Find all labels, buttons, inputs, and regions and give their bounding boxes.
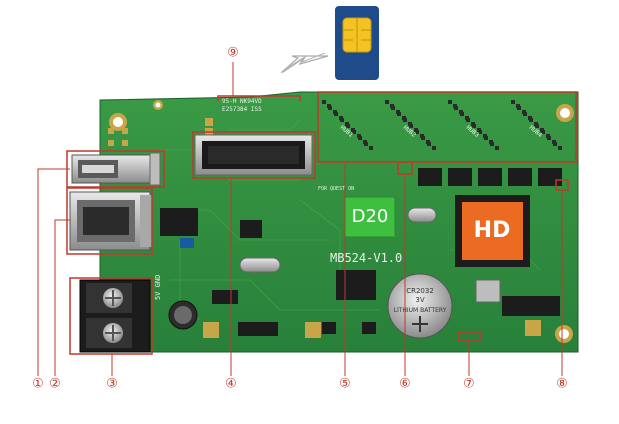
callout-2: ② bbox=[49, 377, 61, 392]
hub-pin bbox=[448, 100, 452, 104]
callout-8: ⑧ bbox=[556, 377, 568, 392]
hub-pin bbox=[511, 100, 515, 104]
hub-pin bbox=[552, 140, 556, 144]
hub-pin bbox=[420, 134, 424, 138]
sim-slot-callout-box bbox=[192, 131, 316, 179]
d20-chip: D20 bbox=[344, 196, 396, 238]
callout-1: ① bbox=[32, 377, 44, 392]
gnd-label: 5V GND bbox=[154, 275, 162, 300]
callout-3: ③ bbox=[106, 377, 118, 392]
hub-pin bbox=[432, 146, 436, 150]
hub-pin bbox=[414, 128, 418, 132]
hub-pin bbox=[390, 104, 394, 108]
slot-silk-1: 95-H NK94VD bbox=[222, 98, 262, 105]
hub-pin bbox=[357, 134, 361, 138]
hub-pin bbox=[534, 122, 538, 126]
coin-cell-battery: CR2032 3V LITHIUM BATTERY bbox=[387, 273, 453, 339]
power-terminal: 5V GND bbox=[79, 275, 162, 353]
hub-callout-box bbox=[317, 91, 577, 163]
hub-pin bbox=[385, 100, 389, 104]
battery-text-voltage: 3V bbox=[415, 296, 424, 304]
hub-pin bbox=[528, 116, 532, 120]
bottom-pads bbox=[203, 320, 541, 338]
callout-5: ⑤ bbox=[339, 377, 351, 392]
hub-pin bbox=[522, 110, 526, 114]
hub-pin bbox=[495, 146, 499, 150]
hub-pin bbox=[483, 134, 487, 138]
hub-pin bbox=[369, 146, 373, 150]
hub-pin bbox=[408, 122, 412, 126]
insert-arrow-icon bbox=[280, 52, 329, 73]
mounting-holes bbox=[109, 100, 574, 343]
test-label: FOR QUEST ON bbox=[318, 186, 354, 192]
callout-7: ⑦ bbox=[463, 377, 475, 392]
hub-pin bbox=[489, 140, 493, 144]
power-callout-box bbox=[69, 277, 153, 355]
hub-pin bbox=[471, 122, 475, 126]
hub-pin bbox=[426, 140, 430, 144]
hub-pin bbox=[402, 116, 406, 120]
hub-pin bbox=[459, 110, 463, 114]
battery-text-model: CR2032 bbox=[406, 287, 434, 295]
hub-pin bbox=[333, 110, 337, 114]
hub-pin bbox=[351, 128, 355, 132]
callout-6: ⑥ bbox=[399, 377, 411, 392]
hub-pin bbox=[396, 110, 400, 114]
battery-text-type: LITHIUM BATTERY bbox=[394, 307, 447, 314]
hub-pin bbox=[363, 140, 367, 144]
logo-chip-label: HD bbox=[474, 218, 511, 243]
sim-card bbox=[335, 6, 379, 80]
main-processor-chip: HD bbox=[455, 195, 530, 267]
callout-9: ⑨ bbox=[227, 46, 239, 61]
hub-pin bbox=[546, 134, 550, 138]
hub-pin bbox=[516, 104, 520, 108]
sim-card-slot: 95-H NK94VD E257384 ISS bbox=[194, 98, 313, 176]
callout-labels: ① ② ③ ④ ⑤ ⑥ ⑦ ⑧ ⑨ bbox=[32, 46, 568, 392]
callout-4: ④ bbox=[225, 377, 237, 392]
callout-boxes bbox=[66, 91, 577, 355]
usb-port bbox=[71, 152, 161, 186]
hub-pin bbox=[477, 128, 481, 132]
ethernet-callout-box bbox=[66, 187, 153, 255]
hub-pin bbox=[345, 122, 349, 126]
d20-chip-label: D20 bbox=[352, 206, 389, 227]
ethernet-port bbox=[69, 191, 152, 251]
driver-chips bbox=[418, 168, 562, 186]
leader-lines bbox=[37, 62, 563, 376]
hub-pin bbox=[339, 116, 343, 120]
slot-silk-2: E257384 ISS bbox=[222, 106, 262, 113]
hub-pin bbox=[322, 100, 326, 104]
hub-pin bbox=[453, 104, 457, 108]
hub-pin bbox=[327, 104, 331, 108]
hub-pin bbox=[558, 146, 562, 150]
small-components bbox=[160, 207, 560, 336]
hub-pin bbox=[540, 128, 544, 132]
hub-pin bbox=[465, 116, 469, 120]
board-model: MB524-V1.0 bbox=[330, 251, 402, 265]
callout-9-bracket bbox=[217, 95, 301, 101]
capacitor bbox=[168, 300, 198, 330]
